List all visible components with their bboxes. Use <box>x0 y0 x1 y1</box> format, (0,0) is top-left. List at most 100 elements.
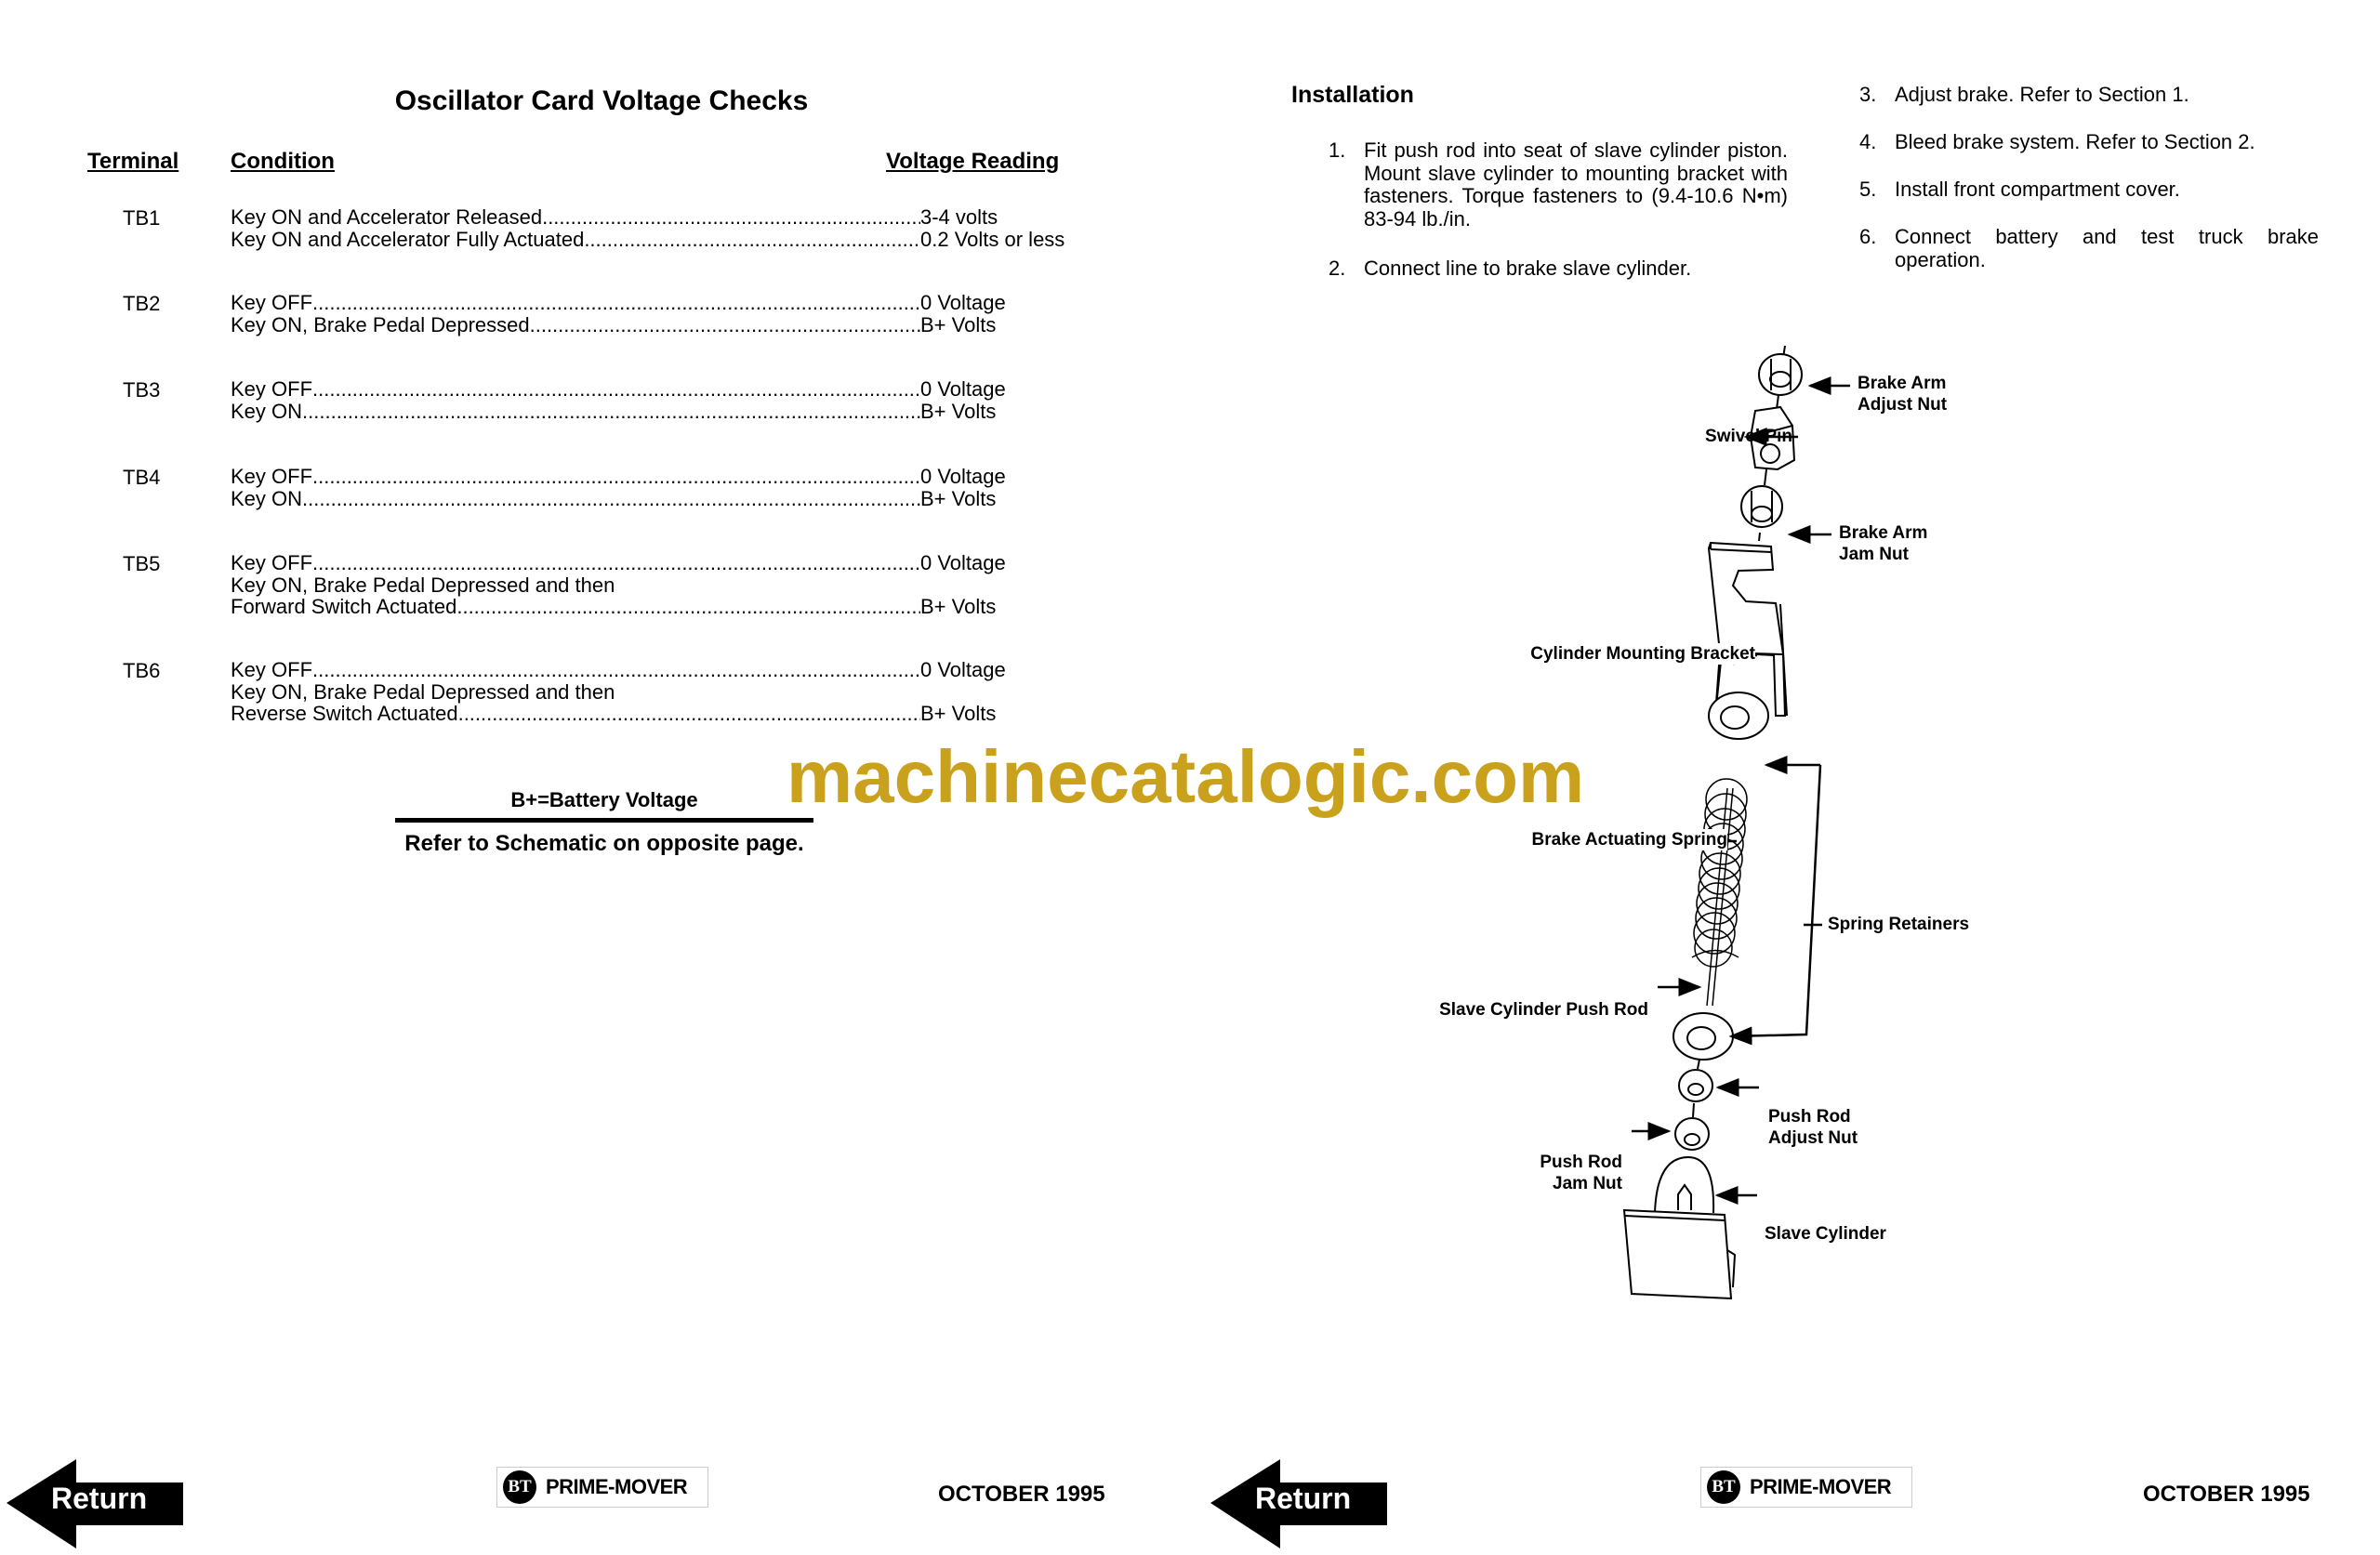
step-number: 5. <box>1859 178 1877 201</box>
return-label: Return <box>1255 1482 1352 1515</box>
return-label: Return <box>51 1482 148 1515</box>
terminal-label: TB2 <box>123 292 161 315</box>
condition-text: Key ON and Accelerator Released <box>231 205 543 229</box>
prime-mover-logo-right: BT PRIME-MOVER <box>1700 1467 1912 1508</box>
condition-line: Key ON, Brake Pedal Depressed and then <box>231 680 1086 704</box>
step-5: 5. Install front compartment cover. <box>1859 178 2319 206</box>
voltage-value: 0.2 Volts or less <box>920 227 1065 251</box>
voltage-value: 3-4 volts <box>920 205 998 229</box>
step-text: Connect battery and test truck brake ope… <box>1895 225 2319 271</box>
logo-name: PRIME-MOVER <box>546 1475 688 1498</box>
spring-retainers-leader <box>1728 764 1822 1046</box>
prime-mover-logo-left: BT PRIME-MOVER <box>496 1467 708 1508</box>
left-arrow-icon <box>1210 1459 1387 1548</box>
step-text: Adjust brake. Refer to Section 1. <box>1895 83 2189 106</box>
spring-part <box>1691 778 1748 1007</box>
brake-arm-jam-nut-part <box>1740 485 1783 528</box>
terminal-label: TB6 <box>123 659 161 682</box>
voltage-value: 0 Voltage <box>920 377 1006 401</box>
condition-line: Key ON and Accelerator Fully Actuated 0.2… <box>231 227 1086 251</box>
condition-line: Key OFF0 Voltage <box>231 552 1086 574</box>
voltage-value: B+ Volts <box>920 702 997 725</box>
schematic-note: Refer to Schematic on opposite page. <box>404 831 804 856</box>
step-3: 3. Adjust brake. Refer to Section 1. <box>1859 83 2319 112</box>
return-button-right[interactable]: Return <box>1209 1457 1395 1550</box>
condition-text: Key ON and Accelerator Fully Actuated <box>231 227 585 251</box>
push-rod-jam-nut-part <box>1674 1117 1710 1151</box>
label-spring-retainers: Spring Retainers <box>1828 915 1970 934</box>
voltage-value: 0 Voltage <box>920 658 1006 681</box>
step-text: Install front compartment cover. <box>1895 178 2180 201</box>
left-arrow-icon <box>7 1459 183 1548</box>
step-6: 6. Connect battery and test truck brake … <box>1859 225 2319 282</box>
label-cylinder-mounting-bracket: Cylinder Mounting Bracket <box>1395 643 1755 665</box>
header-voltage-reading: Voltage Reading <box>886 149 1060 174</box>
condition-text: Key OFF <box>231 377 313 401</box>
condition-text: Reverse Switch Actuated <box>231 702 458 725</box>
condition-text: Key OFF <box>231 658 313 681</box>
terminal-label: TB4 <box>123 466 161 489</box>
footer-date-left: OCTOBER 1995 <box>938 1482 1105 1507</box>
condition-line: Key ON, Brake Pedal Depressed and then <box>231 573 1086 597</box>
condition-line: Forward Switch Actuated B+ Volts <box>231 596 1086 618</box>
condition-line: Key ON and Accelerator Released 3-4 volt… <box>231 206 1086 229</box>
label-brake-actuating-spring: Brake Actuating Spring <box>1395 829 1727 850</box>
step-number: 1. <box>1329 138 1346 162</box>
voltage-value: B+ Volts <box>920 312 997 336</box>
logo-name: PRIME-MOVER <box>1750 1475 1892 1498</box>
condition-text: Forward Switch Actuated <box>231 595 457 618</box>
battery-voltage-note: B+=Battery Voltage <box>510 788 698 811</box>
condition-line: Key ON, Brake Pedal Depressed B+ Volts <box>231 312 1086 336</box>
watermark: machinecatalogic.com <box>787 735 1585 818</box>
slave-cylinder-part <box>1622 1155 1737 1300</box>
voltage-value: 0 Voltage <box>920 291 1006 314</box>
page-title: Oscillator Card Voltage Checks <box>394 86 809 116</box>
terminal-label: TB1 <box>123 206 161 230</box>
label-slave-cylinder: Slave Cylinder <box>1765 1224 1886 1244</box>
condition-text: Key ON, Brake Pedal Depressed <box>231 312 530 336</box>
condition-text: Key ON <box>231 399 303 423</box>
condition-line: Key OFF 0 Voltage <box>231 292 1086 314</box>
voltage-value: 0 Voltage <box>920 551 1006 574</box>
step-text: Connect line to brake slave cylinder. <box>1364 257 1692 280</box>
step-number: 3. <box>1859 83 1877 106</box>
terminal-label: TB3 <box>123 378 161 402</box>
voltage-value: B+ Volts <box>920 486 997 510</box>
divider <box>395 818 813 823</box>
step-1: 1. Fit push rod into seat of slave cylin… <box>1329 138 1788 232</box>
condition-line: Key ON B+ Volts <box>231 486 1086 510</box>
table-row: Key ON and Accelerator Released 3-4 volt… <box>231 206 1086 250</box>
footer-date-right: OCTOBER 1995 <box>2143 1482 2310 1507</box>
condition-line: Key ON B+ Volts <box>231 399 1086 423</box>
terminal-label: TB5 <box>123 552 161 575</box>
condition-line: Key OFF 0 Voltage <box>231 378 1086 401</box>
header-condition: Condition <box>231 149 335 174</box>
condition-line: Reverse Switch Actuated B+ Volts <box>231 703 1086 725</box>
push-rod-adjust-nut-part <box>1678 1069 1713 1102</box>
upper-spring-retainer-part <box>1708 692 1769 740</box>
condition-text: Key ON <box>231 486 303 510</box>
step-text: Bleed brake system. Refer to Section 2. <box>1895 130 2255 153</box>
condition-line: Key OFF 0 Voltage <box>231 466 1086 488</box>
voltage-value: 0 Voltage <box>920 465 1006 488</box>
voltage-value: B+ Volts <box>920 399 997 423</box>
lower-spring-retainer-part <box>1673 1012 1734 1061</box>
label-swivel-pin: Swivel Pin <box>1705 427 1792 446</box>
condition-text: Key OFF <box>231 291 313 314</box>
condition-text: Key OFF <box>231 465 313 488</box>
cylinder-mounting-bracket-part <box>1707 541 1788 717</box>
return-button-left[interactable]: Return <box>5 1457 191 1550</box>
step-2: 2. Connect line to brake slave cylinder. <box>1329 257 1788 285</box>
condition-line: Key OFF 0 Voltage <box>231 659 1086 681</box>
header-terminal: Terminal <box>87 149 179 174</box>
